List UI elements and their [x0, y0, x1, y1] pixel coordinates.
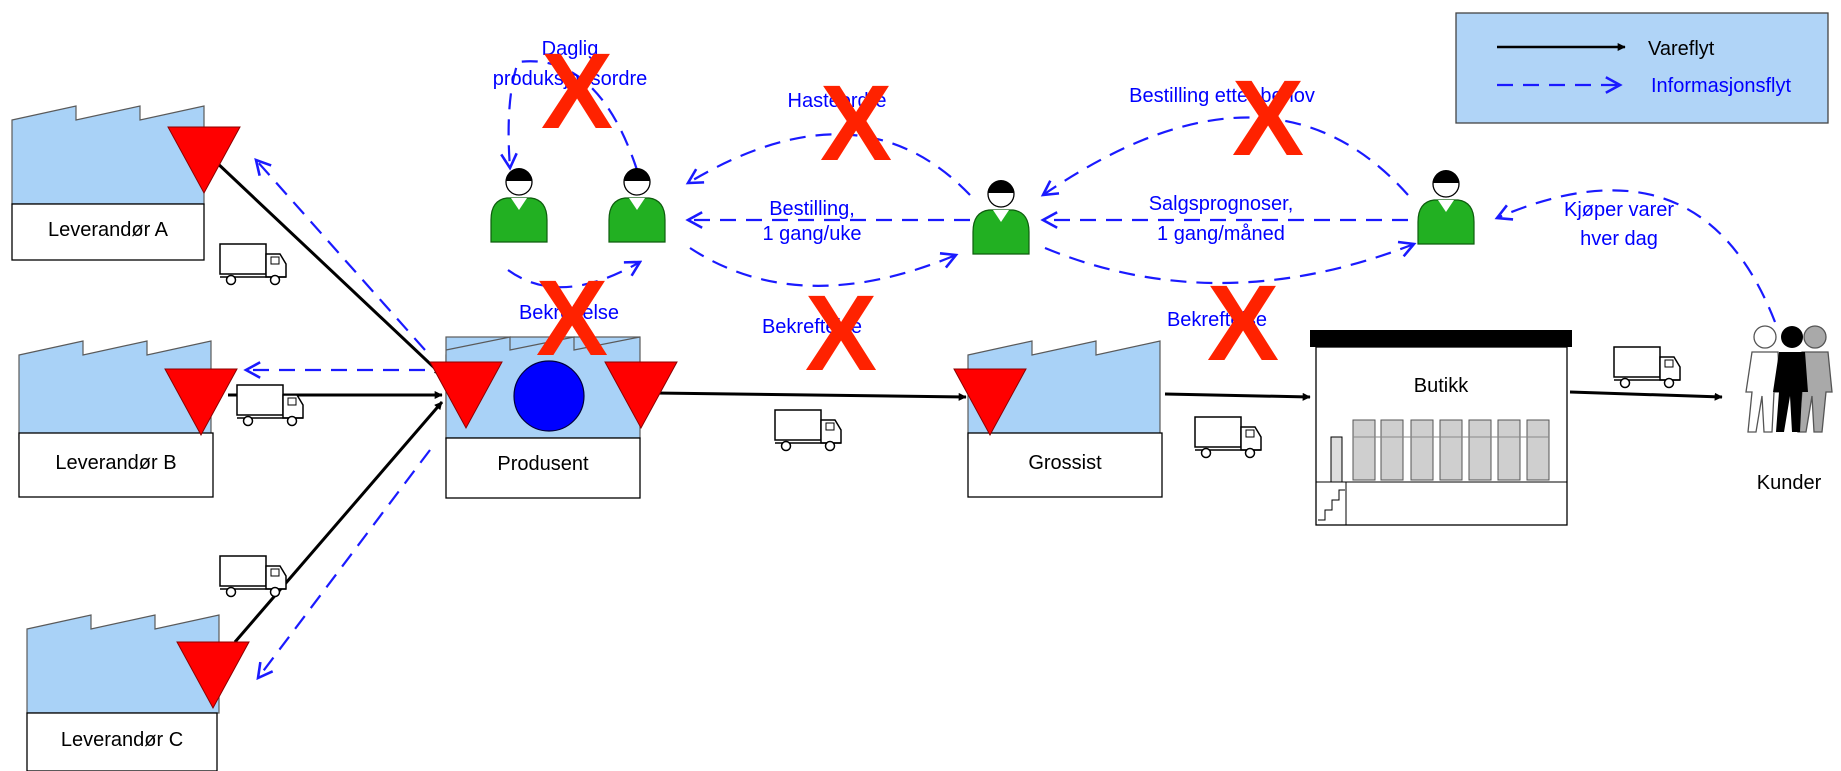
process-circle-icon: [513, 360, 585, 432]
cross-icon: X: [541, 30, 613, 151]
goods-arrow-producer-wholesaler: [654, 391, 967, 401]
supplier-a-label: Leverandør A: [48, 219, 169, 241]
truck-icon: [236, 384, 304, 427]
info-arrow-wholesaler-confirmation: [689, 247, 956, 287]
crossed-out-flows: X X X X X X: [536, 30, 1304, 393]
supplier-b-label: Leverandør B: [55, 452, 176, 474]
person-icon: [1417, 169, 1475, 245]
buys-daily-label-line2: hver dag: [1580, 228, 1658, 250]
supplier-a-box: [11, 203, 205, 261]
wholesaler-box: [967, 432, 1163, 498]
goods-arrow-store-customers: [1569, 390, 1723, 401]
info-arrow-customers-buys: [1497, 189, 1777, 323]
legend: Vareflyt Informasjonsflyt: [1455, 12, 1829, 124]
truck-icon: [1194, 416, 1262, 459]
store-confirmation-label: Bekreftelse: [1167, 309, 1267, 331]
producer-box: [445, 437, 641, 499]
supplier-c-box: [26, 712, 218, 771]
information-labels: Daglig produksjonsordre Bekreftelse Hast…: [493, 38, 1675, 338]
producer-label: Produsent: [497, 453, 589, 475]
cross-icon: X: [1207, 262, 1279, 383]
people: [490, 167, 1475, 255]
info-arrow-rush-order: [688, 133, 971, 196]
goods-arrow-wholesaler-store: [1164, 392, 1311, 401]
order-on-demand-label: Bestilling etter behov: [1129, 85, 1315, 107]
daily-order-label-line2: produksjonsordre: [493, 68, 648, 90]
supplier-b-box: [18, 432, 214, 498]
person-icon: [608, 167, 666, 243]
store-label: Butikk: [1414, 375, 1469, 397]
person-icon: [490, 167, 548, 243]
truck-icon: [219, 243, 287, 286]
info-arrow-store-confirmation: [1044, 244, 1414, 285]
goods-arrow-a-producer: [213, 159, 444, 377]
wholesaler: Grossist: [953, 340, 1262, 498]
supplier-c: Leverandør C: [26, 555, 287, 771]
factory-icon: [11, 105, 205, 205]
buys-daily-label-line1: Kjøper varer: [1564, 199, 1674, 221]
info-arrow-daily-order: [509, 60, 639, 170]
forecast-label-line2: 1 gang/måned: [1157, 223, 1285, 245]
producer-factory-roof: [445, 336, 641, 351]
goods-arrow-c-producer: [233, 401, 444, 643]
info-arrow-producer-confirmation: [507, 262, 640, 289]
goods-flow-arrows: [213, 159, 1723, 643]
wholesaler-label: Grossist: [1028, 452, 1102, 474]
customers-icon: [1745, 325, 1833, 433]
person-icon: [972, 179, 1030, 255]
weekly-order-label-line1: Bestilling,: [769, 198, 855, 220]
truck-icon: [774, 409, 842, 452]
legend-info-label: Informasjonsflyt: [1651, 75, 1791, 97]
supplier-a: Leverandør A: [11, 105, 287, 286]
store: Butikk: [1310, 330, 1681, 526]
wholesaler-confirmation-label: Bekreftelse: [762, 316, 862, 338]
producer: Produsent: [429, 336, 842, 499]
info-arrow-order-on-demand: [1043, 116, 1409, 196]
truck-icon: [219, 555, 287, 598]
producer-confirmation-label: Bekreftelse: [519, 302, 619, 324]
info-arrow-producer-c: [258, 449, 431, 678]
store-roof: [1310, 330, 1572, 347]
weekly-order-label-line2: 1 gang/uke: [763, 223, 862, 245]
customers-label: Kunder: [1757, 472, 1822, 494]
legend-box: [1455, 12, 1829, 124]
cross-icon: X: [805, 272, 877, 393]
cross-icon: X: [1232, 57, 1304, 178]
store-shelves: [1352, 419, 1550, 481]
rush-order-label: Hasteordre: [788, 90, 887, 112]
legend-goods-label: Vareflyt: [1648, 38, 1715, 60]
supplier-b: Leverandør B: [18, 340, 304, 498]
store-stand: [1330, 436, 1343, 483]
information-flow-arrows: [246, 60, 1777, 678]
store-stairs: [1318, 489, 1345, 521]
daily-order-label-line1: Daglig: [542, 38, 599, 60]
forecast-label-line1: Salgsprognoser,: [1149, 193, 1294, 215]
info-arrow-producer-a: [256, 160, 426, 351]
customers: Kunder: [1745, 325, 1833, 494]
supplier-c-label: Leverandør C: [61, 729, 183, 751]
truck-icon: [1613, 346, 1681, 389]
cross-icon: X: [536, 257, 608, 378]
cross-icon: X: [820, 62, 892, 183]
